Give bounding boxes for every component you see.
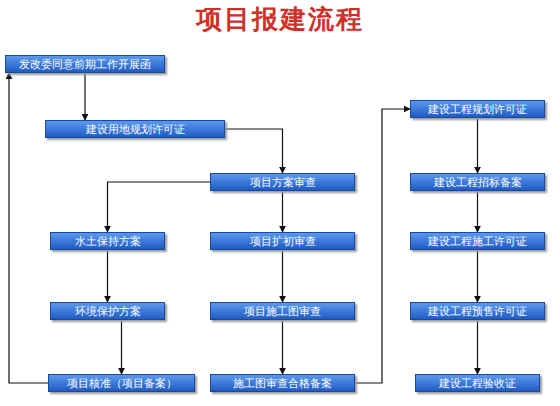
box-label: 建设工程招标备案: [434, 176, 522, 189]
flow-arrow: [282, 250, 283, 302]
flow-arrow: [9, 73, 48, 383]
flow-arrow: [477, 320, 478, 374]
process-box: 发改委同意前期工作开展函: [5, 55, 165, 73]
box-label: 项目施工图审查: [244, 305, 321, 318]
box-label: 水土保持方案: [75, 235, 141, 248]
process-box: 项目方案审查: [210, 173, 355, 191]
flow-arrow: [107, 250, 108, 302]
flow-arrow: [282, 320, 283, 374]
flow-arrow: [121, 320, 122, 374]
box-label: 建设工程预售许可证: [428, 305, 527, 318]
flow-arrow: [477, 250, 478, 302]
diagram-title: 项目报建流程: [0, 2, 560, 37]
process-box: 建设工程施工许可证: [410, 232, 545, 250]
box-label: 项目核准（项目备案）: [67, 377, 177, 390]
box-label: 发改委同意前期工作开展函: [19, 58, 151, 71]
process-box: 建设工程验收证: [415, 374, 540, 392]
process-box: 建设工程规划许可证: [410, 100, 545, 118]
process-box: 项目扩初审查: [210, 232, 355, 250]
process-box: 水土保持方案: [50, 232, 165, 250]
process-box: 项目核准（项目备案）: [48, 374, 195, 392]
flow-arrow: [108, 182, 211, 232]
flow-arrow: [477, 118, 478, 173]
process-box: 项目施工图审查: [210, 302, 355, 320]
flow-arrow: [225, 129, 283, 173]
box-label: 施工图审查合格备案: [233, 377, 332, 390]
flow-arrow: [84, 73, 85, 120]
flow-arrow: [477, 191, 478, 232]
flow-arrow: [282, 191, 283, 232]
box-label: 建设用地规划许可证: [86, 123, 185, 136]
box-label: 环境保护方案: [75, 305, 141, 318]
process-box: 建设工程招标备案: [410, 173, 545, 191]
process-box: 建设工程预售许可证: [410, 302, 545, 320]
box-label: 项目扩初审查: [250, 235, 316, 248]
flow-arrow: [355, 109, 410, 383]
process-box: 环境保护方案: [50, 302, 165, 320]
box-label: 建设工程规划许可证: [428, 103, 527, 116]
box-label: 建设工程施工许可证: [428, 235, 527, 248]
process-box: 建设用地规划许可证: [45, 120, 225, 138]
process-box: 施工图审查合格备案: [210, 374, 355, 392]
box-label: 项目方案审查: [250, 176, 316, 189]
box-label: 建设工程验收证: [439, 377, 516, 390]
